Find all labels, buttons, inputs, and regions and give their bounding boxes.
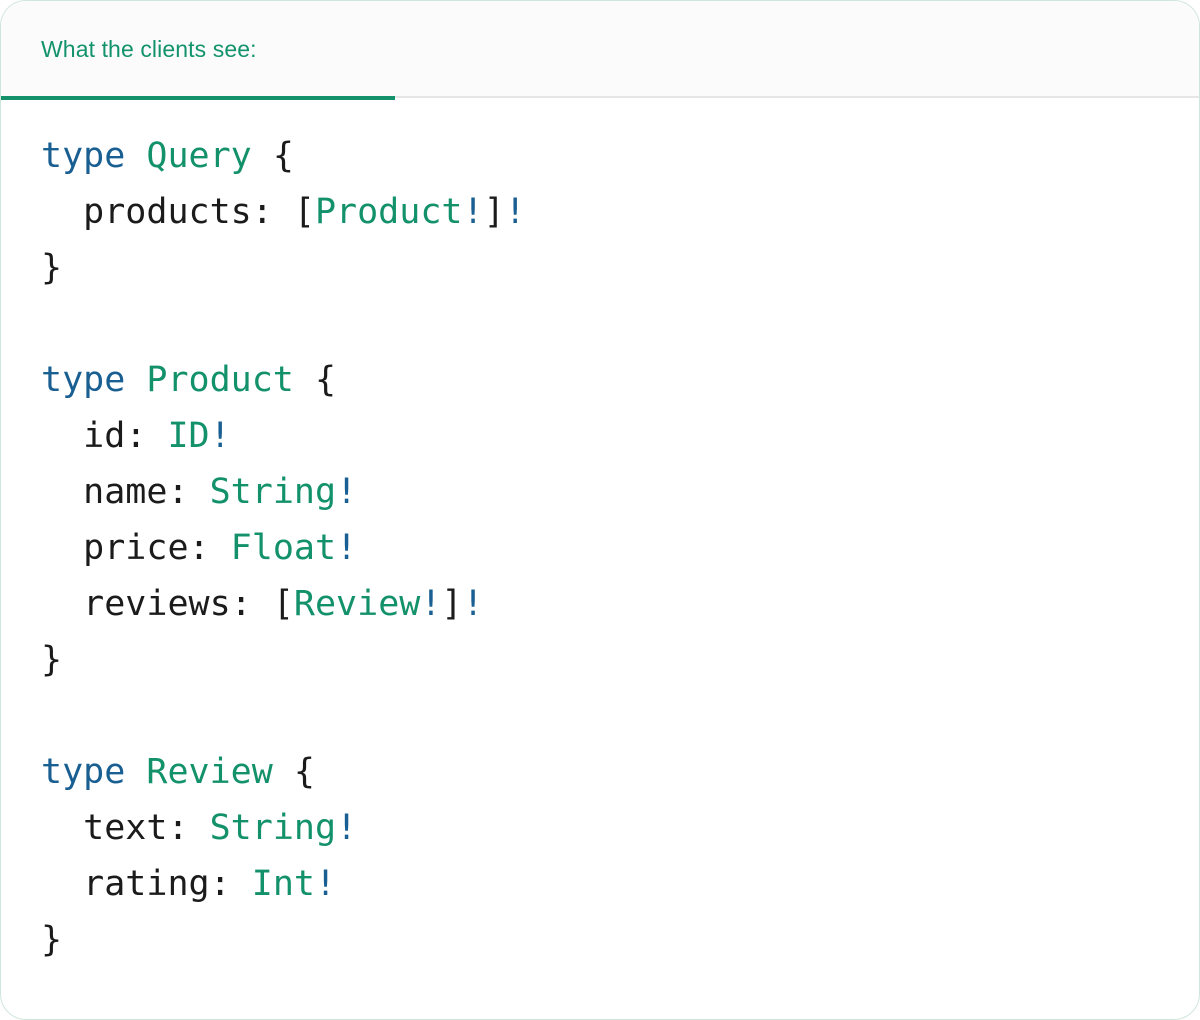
open-brace: { [314, 360, 337, 400]
close-brace: } [41, 640, 63, 680]
code-line: } [41, 912, 1199, 968]
non-null-bang: ! [504, 192, 526, 232]
non-null-bang: ! [336, 528, 358, 568]
non-null-bang: ! [462, 192, 484, 232]
field-name-id: id [83, 416, 126, 456]
field-name-price: price [83, 528, 189, 568]
keyword-type: type [41, 752, 126, 792]
code-line: rating: Int! [41, 856, 1199, 912]
code-area: type Query { products: [Product!]!} type… [1, 98, 1199, 968]
colon: : [167, 472, 189, 512]
code-line: } [41, 240, 1199, 296]
type-name-query: Query [146, 136, 252, 176]
non-null-bang: ! [336, 472, 358, 512]
close-brace: } [41, 248, 63, 288]
code-line: id: ID! [41, 408, 1199, 464]
field-name-products: products [83, 192, 252, 232]
type-ref-id: ID [167, 416, 210, 456]
type-ref-string: String [209, 472, 337, 512]
code-line: name: String! [41, 464, 1199, 520]
open-brace: { [293, 752, 315, 792]
tab-active-underline [1, 96, 395, 100]
colon: : [209, 864, 231, 904]
colon: : [230, 584, 252, 624]
field-name-name: name [83, 472, 168, 512]
tab-what-the-clients-see[interactable]: What the clients see: [1, 1, 395, 100]
code-line: price: Float! [41, 520, 1199, 576]
colon: : [188, 528, 210, 568]
keyword-type: type [41, 136, 126, 176]
tab-label: What the clients see: [41, 36, 257, 62]
type-ref-float: Float [230, 528, 337, 568]
colon: : [167, 808, 189, 848]
colon: : [125, 416, 147, 456]
type-name-review: Review [146, 752, 273, 792]
open-brace: { [272, 136, 294, 176]
code-line-blank [41, 296, 1199, 352]
colon: : [251, 192, 273, 232]
bracket-close: ] [441, 584, 463, 624]
non-null-bang: ! [462, 584, 484, 624]
bracket-open: [ [272, 584, 294, 624]
code-line: type Query { [41, 128, 1199, 184]
tab-strip: What the clients see: [1, 1, 1199, 100]
close-brace: } [41, 920, 63, 960]
code-line: type Product { [41, 352, 1199, 408]
field-name-rating: rating [83, 864, 210, 904]
graphql-schema-code[interactable]: type Query { products: [Product!]!} type… [1, 128, 1199, 968]
non-null-bang: ! [314, 864, 337, 904]
type-name-product: Product [146, 360, 294, 400]
field-name-text: text [83, 808, 168, 848]
bracket-open: [ [293, 192, 315, 232]
keyword-type: type [41, 360, 126, 400]
non-null-bang: ! [336, 808, 358, 848]
field-name-reviews: reviews [83, 584, 231, 624]
type-ref-product: Product [314, 192, 463, 232]
non-null-bang: ! [420, 584, 442, 624]
type-ref-string: String [209, 808, 337, 848]
non-null-bang: ! [209, 416, 231, 456]
code-line-blank [41, 688, 1199, 744]
code-line: reviews: [Review!]! [41, 576, 1199, 632]
code-line: text: String! [41, 800, 1199, 856]
type-ref-review: Review [293, 584, 421, 624]
code-line: type Review { [41, 744, 1199, 800]
type-ref-int: Int [251, 864, 315, 904]
code-line: } [41, 632, 1199, 688]
code-line: products: [Product!]! [41, 184, 1199, 240]
bracket-close: ] [483, 192, 505, 232]
